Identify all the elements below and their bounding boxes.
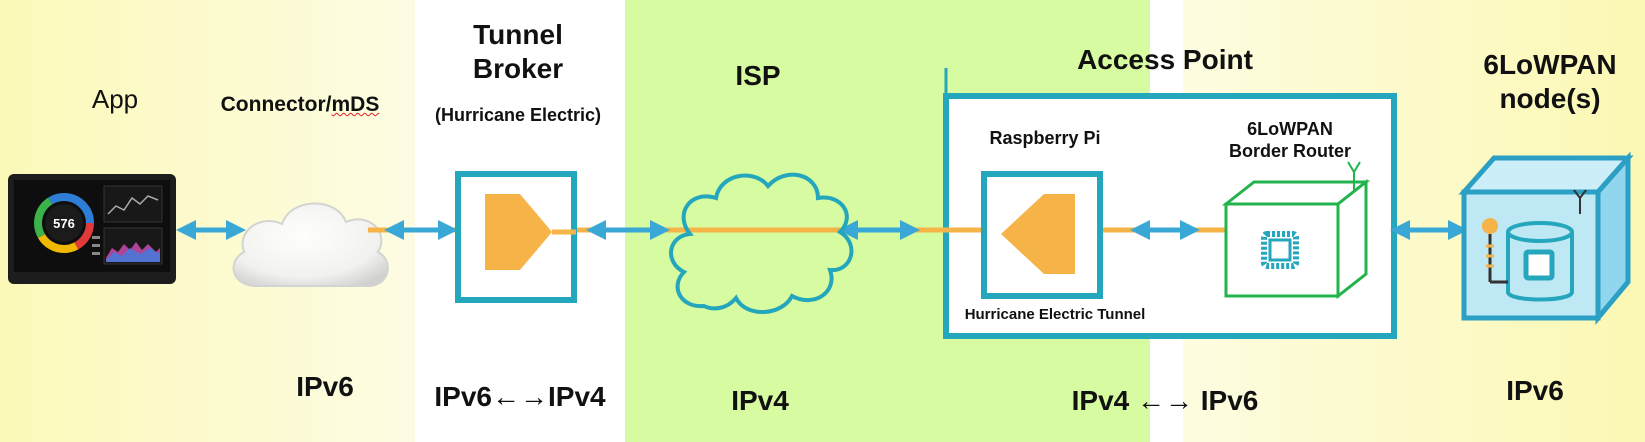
protocol-app: IPv6 — [296, 371, 354, 402]
hurricane-electric-label: (Hurricane Electric) — [434, 105, 602, 125]
protocol-access-point: IPv4 ←→ IPv6 — [1071, 385, 1259, 416]
protocol-broker: IPv6←→IPv4 — [434, 381, 606, 412]
node-title-line1: 6LoWPAN — [1483, 49, 1617, 80]
border-router-line2: Border Router — [1228, 141, 1351, 161]
tunnel-broker-icon — [455, 171, 577, 303]
hurricane-tunnel-label: Hurricane Electric Tunnel — [964, 306, 1146, 323]
border-router-line1: 6LoWPAN — [1247, 119, 1333, 139]
access-point-label: Access Point — [1077, 44, 1253, 75]
tunnel-broker-title: Tunnel Broker — [440, 18, 596, 86]
node-title: 6LoWPAN node(s) — [1460, 48, 1640, 116]
tablet-icon: 576 — [8, 174, 176, 284]
sensor-node-icon — [1458, 151, 1634, 325]
app-label: App — [91, 84, 139, 114]
isp-cloud-icon — [669, 172, 854, 314]
connector-label-suffix: mDS — [331, 93, 380, 116]
gauge-value: 576 — [53, 216, 75, 231]
protocol-isp: IPv4 — [731, 385, 789, 416]
connector-label-prefix: Connector/ — [220, 93, 332, 116]
border-router-icon — [1221, 161, 1371, 300]
connector-label: Connector/mDS — [200, 92, 400, 118]
raspberry-pi-label: Raspberry Pi — [989, 128, 1101, 148]
border-router-label: 6LoWPAN Border Router — [1210, 118, 1370, 162]
tunnel-broker-line1: Tunnel — [473, 19, 563, 50]
protocol-node: IPv6 — [1506, 375, 1564, 406]
tunnel-broker-line2: Broker — [472, 53, 564, 84]
node-title-line2: node(s) — [1499, 83, 1601, 114]
raspberry-pi-icon — [981, 171, 1103, 299]
isp-label: ISP — [735, 60, 781, 91]
connector-cloud-icon — [232, 202, 389, 288]
